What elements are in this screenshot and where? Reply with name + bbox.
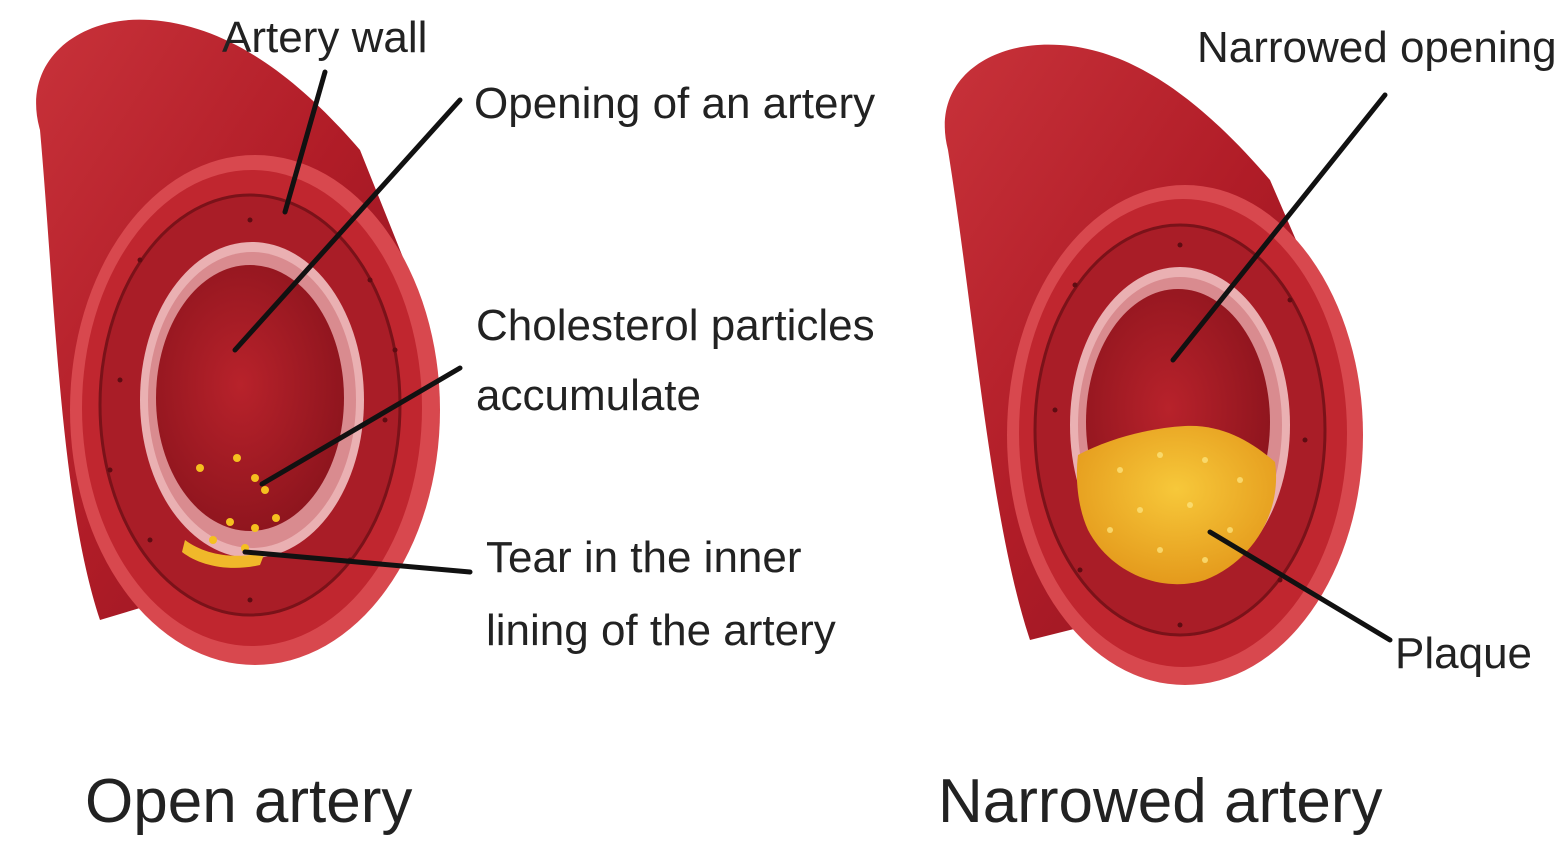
label-opening-of-artery: Opening of an artery: [474, 79, 875, 128]
label-cholesterol-line2: accumulate: [476, 371, 701, 420]
label-plaque: Plaque: [1395, 629, 1532, 678]
label-artery-wall: Artery wall: [222, 13, 427, 62]
caption-open-artery: Open artery: [85, 767, 412, 836]
label-tear-line1: Tear in the inner: [486, 533, 802, 582]
open-artery-lumen: [156, 265, 344, 531]
label-narrowed-opening: Narrowed opening: [1197, 23, 1557, 72]
label-cholesterol-line1: Cholesterol particles: [476, 301, 875, 350]
caption-narrowed-artery: Narrowed artery: [938, 767, 1382, 836]
label-tear-line2: lining of the artery: [486, 606, 836, 655]
open-artery-illustration: [36, 20, 440, 665]
